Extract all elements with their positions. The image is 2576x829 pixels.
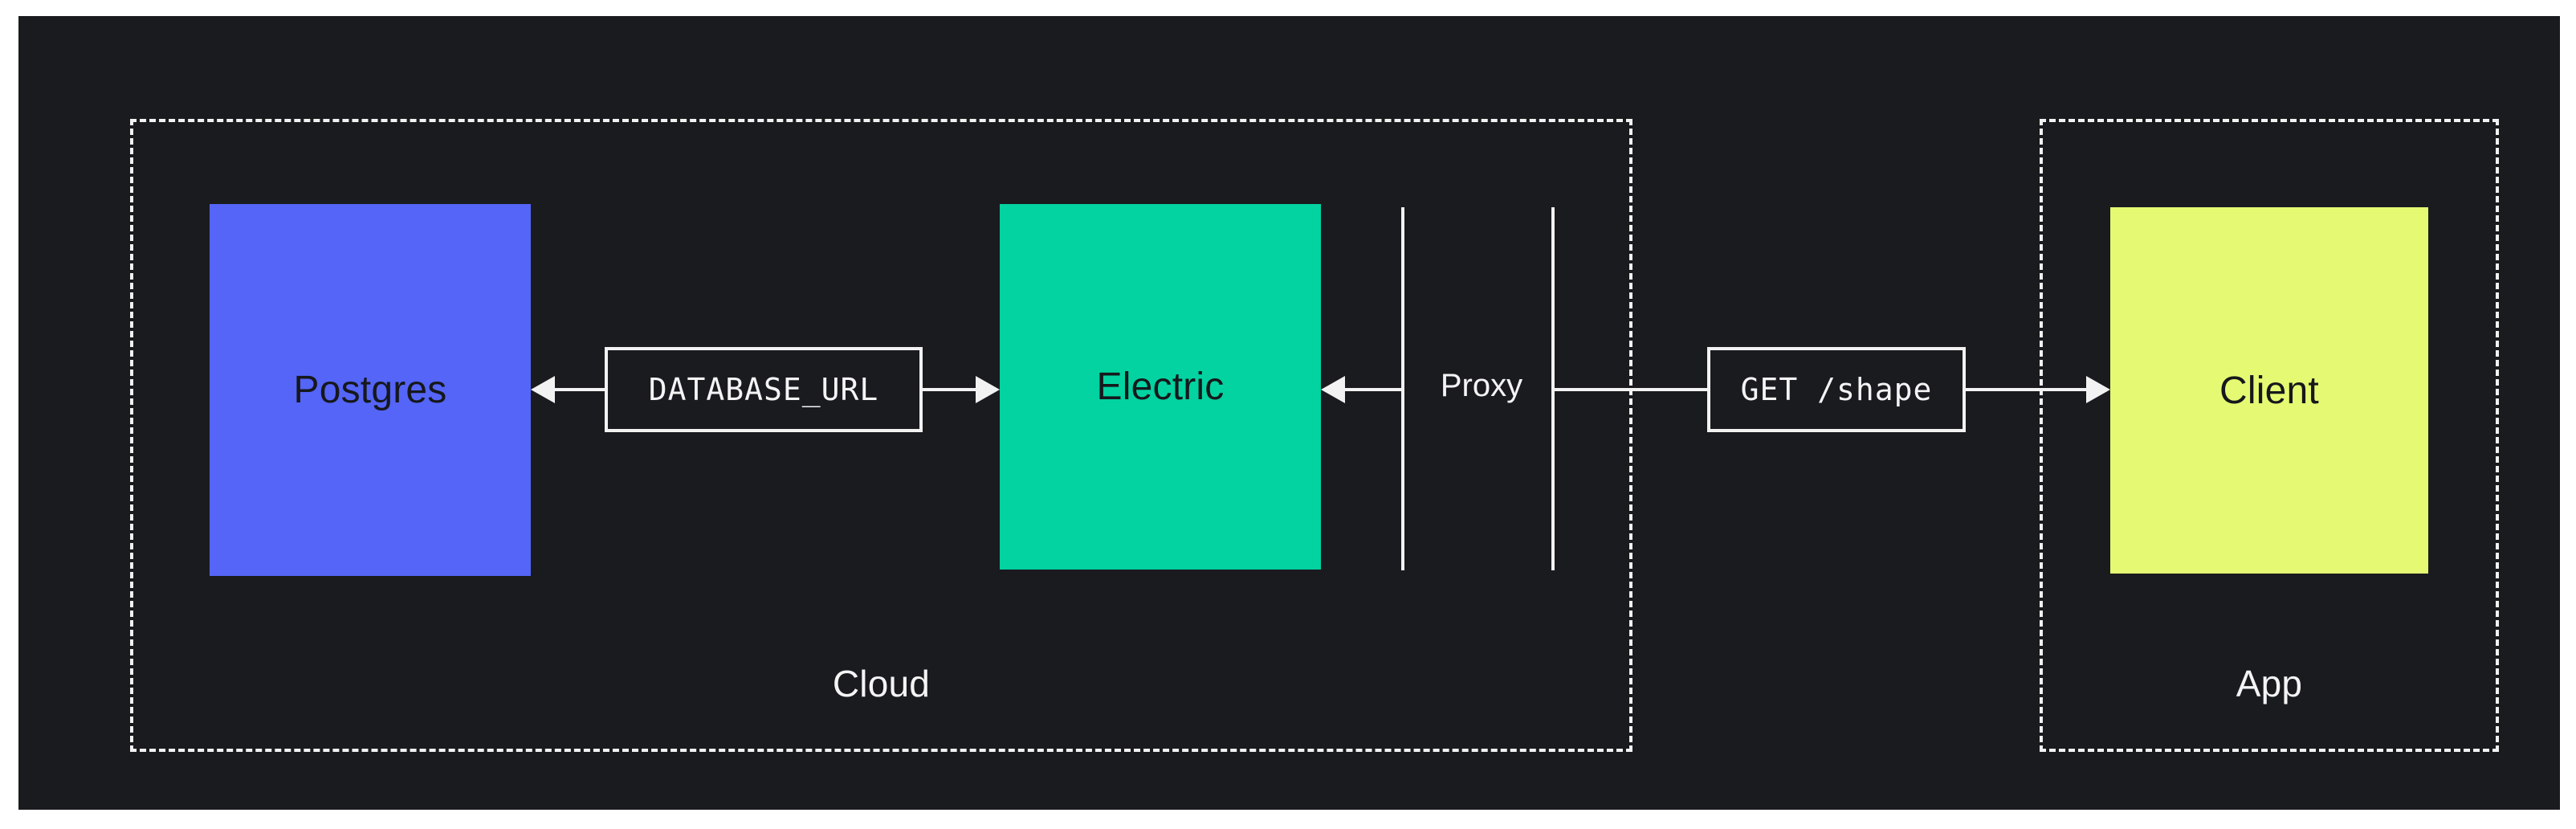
- node-client[interactable]: Client: [2110, 207, 2428, 574]
- node-postgres[interactable]: Postgres: [210, 204, 531, 576]
- wire-label-database-url[interactable]: DATABASE_URL: [605, 347, 923, 432]
- group-cloud-label: Cloud: [130, 119, 1632, 752]
- group-cloud-label-text: Cloud: [832, 663, 931, 704]
- group-cloud: [130, 119, 1632, 752]
- wire-label-get-shape[interactable]: GET /shape: [1707, 347, 1966, 432]
- connector-database-url-to-electric: [923, 388, 976, 391]
- group-app: [2040, 119, 2499, 752]
- connector-proxy-to-electric: [1345, 388, 1404, 391]
- arrowhead-left-into-postgres: [531, 376, 555, 403]
- wire-label-get-shape-text: GET /shape: [1740, 372, 1933, 407]
- group-app-label-text: App: [2236, 663, 2303, 704]
- node-electric[interactable]: Electric: [1000, 204, 1321, 570]
- node-electric-label: Electric: [1096, 365, 1225, 408]
- proxy-label: Proxy: [1440, 368, 1523, 403]
- connector-get-shape-to-client: [1966, 388, 2086, 391]
- node-postgres-label: Postgres: [293, 369, 447, 411]
- wire-label-database-url-text: DATABASE_URL: [648, 372, 879, 407]
- connector-database-url-to-postgres: [555, 388, 606, 391]
- connector-proxy-to-get-shape: [1551, 388, 1710, 391]
- proxy-boundary-line-left: [1401, 207, 1404, 570]
- diagram-canvas: Cloud App Postgres Electric Client DATAB…: [18, 16, 2560, 810]
- arrowhead-left-into-electric: [1321, 376, 1345, 403]
- arrowhead-right-into-electric: [976, 376, 1000, 403]
- node-client-label: Client: [2219, 369, 2319, 412]
- arrowhead-right-into-client: [2086, 376, 2110, 403]
- group-app-label: App: [2040, 119, 2499, 752]
